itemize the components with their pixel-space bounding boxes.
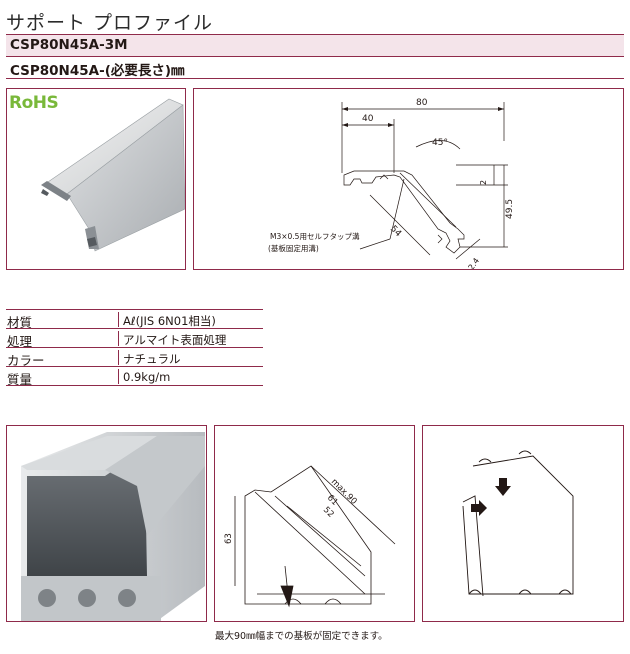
dim-63: 63 (224, 533, 234, 544)
aluminum-profile-photo (41, 98, 186, 252)
dim-2: 2 (479, 180, 488, 185)
page-title: サポート プロファイル (6, 12, 214, 34)
spec-rule (6, 347, 263, 348)
spec-rule-bottom (6, 385, 263, 386)
code-rule (6, 78, 624, 79)
code-divider (6, 56, 624, 57)
groove-note-line-2: (基板固定用溝) (268, 243, 319, 253)
spec-key: カラー (7, 353, 45, 368)
board-fit-drawing: max.90 61 52 63 (214, 425, 415, 622)
product-code-row-2: CSP80N45A-(必要長さ)㎜ (6, 57, 624, 79)
spec-key: 処理 (7, 334, 33, 349)
aluminum-end-view-photo (21, 432, 205, 621)
spec-divider (118, 369, 119, 384)
rohs-logo: RoHS (9, 93, 59, 113)
spec-divider (118, 331, 119, 346)
spec-rule (6, 328, 263, 329)
product-code-1: CSP80N45A-3M (10, 37, 128, 53)
board-fit-section: max.90 61 52 63 (224, 465, 396, 608)
spec-value: 0.9kg/m (123, 370, 171, 384)
spec-value: ナチュラル (123, 352, 181, 366)
profile-end-photo (6, 425, 207, 622)
dim-80: 80 (416, 98, 428, 108)
spec-rule-top (6, 309, 263, 310)
cross-section-drawing: 80 40 45° 2 49.5 54 2.4 M3×0.5用セルフタップ溝 (… (268, 98, 515, 272)
dim-40: 40 (362, 114, 374, 124)
dim-52: 52 (321, 505, 336, 520)
spec-key: 質量 (7, 372, 33, 387)
down-arrow-icon (495, 478, 511, 496)
product-photo (6, 88, 186, 270)
spec-row-color: カラー ナチュラル (6, 348, 263, 368)
dim-45deg: 45° (432, 138, 448, 148)
spec-divider (118, 312, 119, 327)
caption: 最大90㎜幅までの基板が固定できます。 (215, 631, 388, 642)
spec-divider (118, 350, 119, 365)
insertion-section (462, 450, 574, 597)
spec-value: Aℓ(JIS 6N01相当) (123, 314, 216, 328)
spec-rule (6, 366, 263, 367)
dim-2-4: 2.4 (466, 256, 481, 269)
spec-row-treatment: 処理 アルマイト表面処理 (6, 329, 263, 349)
insertion-drawing (422, 425, 624, 622)
spec-row-weight: 質量 0.9kg/m (6, 367, 263, 387)
right-arrow-icon (471, 500, 487, 516)
spec-key: 材質 (7, 315, 33, 330)
dimension-drawing: 80 40 45° 2 49.5 54 2.4 M3×0.5用セルフタップ溝 (… (193, 88, 624, 272)
spec-row-material: 材質 Aℓ(JIS 6N01相当) (6, 310, 263, 330)
product-code-2: CSP80N45A-(必要長さ)㎜ (10, 63, 185, 79)
groove-note-line-1: M3×0.5用セルフタップ溝 (270, 231, 360, 241)
dim-49-5: 49.5 (505, 199, 515, 219)
spec-value: アルマイト表面処理 (123, 333, 227, 347)
product-code-row-1: CSP80N45A-3M (6, 35, 624, 56)
title-rule (6, 34, 624, 35)
